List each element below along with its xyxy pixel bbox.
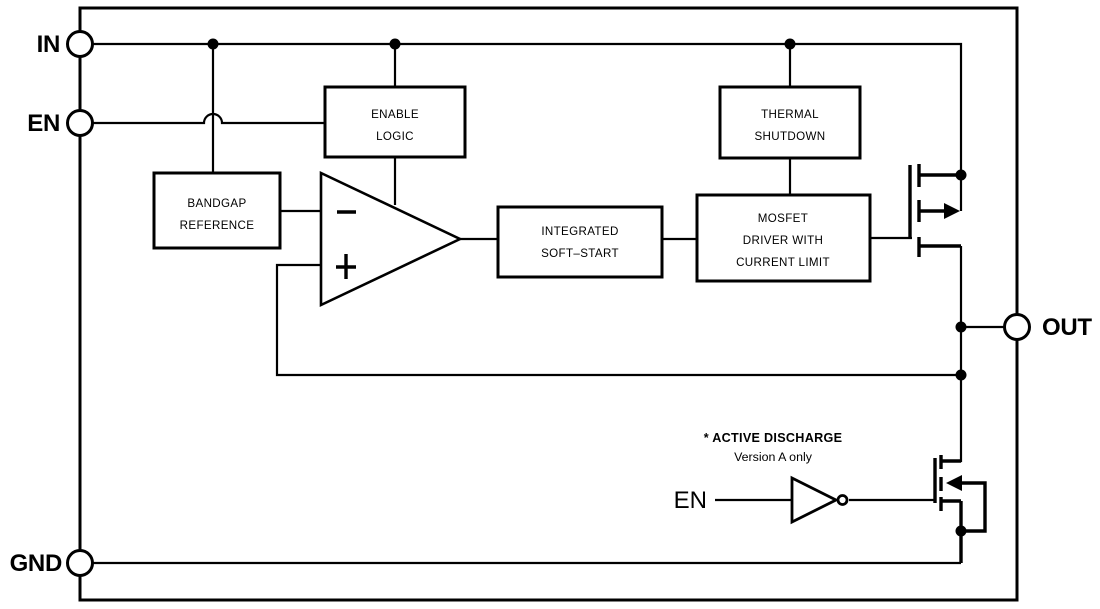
pass-mosfet-body-arrow <box>944 203 960 219</box>
wire-pass-to-discharge <box>941 246 963 463</box>
opamp-plus-symbol <box>336 254 356 279</box>
in-pin-label: IN <box>37 31 60 58</box>
chip-outline <box>78 6 1019 602</box>
discharge-en-label: EN <box>674 487 707 514</box>
enable-logic-block <box>323 85 467 159</box>
wire-feedback <box>275 263 961 377</box>
gnd-pin <box>66 549 94 577</box>
discharge-mosfet-body-arrow <box>946 475 962 491</box>
junction-dot <box>389 38 401 50</box>
inverter-bubble <box>836 494 849 506</box>
junction-dot <box>955 169 967 181</box>
mosfet-driver-block <box>695 193 872 283</box>
junction-dot <box>784 38 796 50</box>
wire-en-to-enable-logic <box>93 112 325 125</box>
active-discharge-title: * ACTIVE DISCHARGE <box>704 431 843 445</box>
discharge-mosfet-body-loop <box>961 481 987 533</box>
en-pin <box>66 109 94 137</box>
pass-mosfet <box>908 164 961 257</box>
driver-label-line1: MOSFET <box>758 212 808 225</box>
enable-logic-label-line2: LOGIC <box>376 130 414 143</box>
error-amplifier <box>319 170 464 308</box>
driver-label-line3: CURRENT LIMIT <box>736 256 830 269</box>
junction-dot <box>955 369 967 381</box>
junction-dot <box>207 38 219 50</box>
soft-start-label-line1: INTEGRATED <box>541 225 618 238</box>
in-pin <box>66 30 94 58</box>
bandgap-label-line1: BANDGAP <box>187 197 246 210</box>
bandgap-label-line2: REFERENCE <box>180 219 255 232</box>
thermal-shutdown-block <box>718 85 862 160</box>
soft-start-block <box>496 205 664 279</box>
junction-dot <box>955 321 967 333</box>
active-discharge-subtitle: Version A only <box>734 450 813 464</box>
discharge-mosfet <box>933 455 987 563</box>
enable-logic-label-line1: ENABLE <box>371 108 419 121</box>
driver-label-line2: DRIVER WITH <box>743 234 824 247</box>
out-pin-label: OUT <box>1042 314 1092 341</box>
out-pin <box>1003 313 1031 341</box>
bandgap-reference-block <box>152 171 282 250</box>
wire-in-rail <box>93 42 963 211</box>
soft-start-label-line2: SOFT–START <box>541 247 619 260</box>
en-pin-label: EN <box>27 110 60 137</box>
junction-dot <box>955 525 967 537</box>
thermal-label-line1: THERMAL <box>761 108 819 121</box>
thermal-label-line2: SHUTDOWN <box>754 130 825 143</box>
gnd-pin-label: GND <box>10 550 62 577</box>
inverter <box>790 475 840 525</box>
